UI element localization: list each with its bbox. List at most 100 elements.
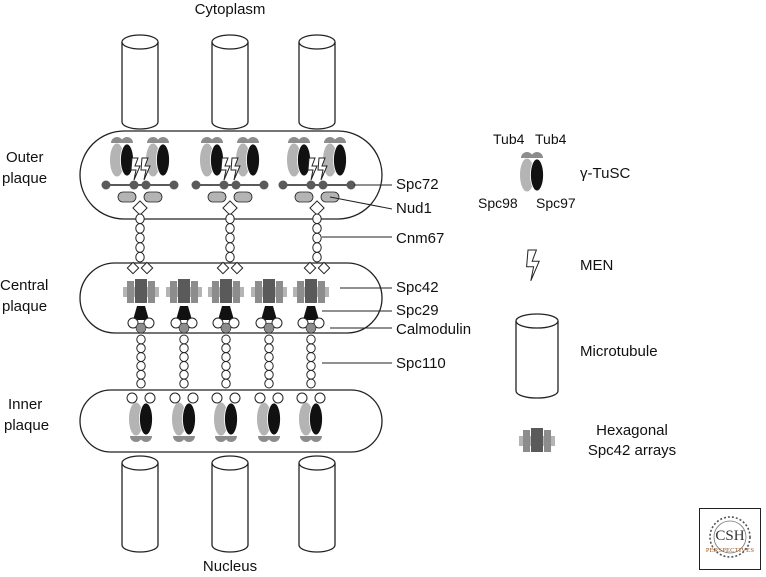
outer-tusc-right xyxy=(236,137,260,177)
calmodulin-core xyxy=(305,322,317,334)
tub4-left xyxy=(258,436,270,442)
central-plaque-label-line1: Central xyxy=(0,277,49,294)
men-bolt xyxy=(307,157,318,181)
tub4-left xyxy=(237,137,249,143)
spc29-triangle xyxy=(218,306,234,320)
nud1-diamond xyxy=(132,200,148,216)
chain-link xyxy=(179,361,189,371)
legend-men-label: MEN xyxy=(580,257,614,274)
chain-link xyxy=(136,361,146,371)
spc110-bead xyxy=(144,392,156,404)
spc72-knob xyxy=(169,180,179,190)
tub4-left xyxy=(201,137,213,143)
chain-link xyxy=(179,334,189,345)
array-column xyxy=(233,281,240,303)
cylinder-icon xyxy=(515,313,559,399)
legend-tusc-label: γ-TuSC xyxy=(580,165,631,182)
spc97-subunit xyxy=(309,402,323,436)
chain-link xyxy=(135,223,145,234)
cytoplasmic-microtubule-3 xyxy=(298,34,336,130)
chain-link xyxy=(221,361,231,371)
outer-plaque-unit-1 xyxy=(101,137,179,203)
cylinder-top xyxy=(211,455,249,471)
cnm67-diamond xyxy=(216,261,230,275)
men-bolt xyxy=(230,157,241,181)
chain-link xyxy=(221,378,231,389)
inner-plaque-label-line2: plaque xyxy=(4,417,50,434)
spc29-triangle xyxy=(176,306,192,320)
chain-link xyxy=(221,334,231,345)
nuclear-microtubule-3 xyxy=(298,455,336,553)
inner-tusc xyxy=(257,402,281,442)
calmodulin-bead xyxy=(212,317,224,329)
inner-plaque-unit-2 xyxy=(169,392,199,442)
chain-link xyxy=(306,369,316,380)
array-column xyxy=(276,281,283,303)
cylinder-body xyxy=(298,463,336,553)
calmodulin-bead xyxy=(271,317,283,329)
calmodulin-bead xyxy=(297,317,309,329)
spc110-bead xyxy=(314,392,326,404)
spc110-bead xyxy=(126,392,138,404)
spc110-chain xyxy=(221,334,231,389)
spc110-chain xyxy=(306,334,316,389)
calmodulin-core xyxy=(220,322,232,334)
legend-spc42-array-icon xyxy=(519,428,555,452)
spc110-chain xyxy=(264,334,274,389)
legend-tusc-icon xyxy=(520,152,544,192)
spc97-subunit xyxy=(246,143,260,177)
legend-tub4-right-label: Tub4 xyxy=(535,131,567,147)
chain-link xyxy=(312,223,322,234)
lightning-bolt-icon xyxy=(526,249,540,281)
cylinder-top xyxy=(298,34,336,50)
spc110-chain xyxy=(179,334,189,389)
spc72-knob xyxy=(259,180,269,190)
array-column-front xyxy=(263,279,275,303)
cylinder-top xyxy=(121,455,159,471)
cnm67-chain-3 xyxy=(312,213,322,263)
outer-tusc-right xyxy=(323,137,347,177)
spc29-label: Spc29 xyxy=(396,302,439,319)
tub4-right xyxy=(310,436,322,442)
men-bolt xyxy=(317,157,328,181)
spc97-subunit xyxy=(224,402,238,436)
outer-plaque-label-line2: plaque xyxy=(2,170,48,187)
chain-link xyxy=(136,343,146,354)
chain-link xyxy=(221,343,231,354)
cytoplasm-label: Cytoplasm xyxy=(194,1,266,18)
calmodulin-bead xyxy=(143,317,155,329)
spc72-knob xyxy=(219,180,229,190)
tub4-left xyxy=(324,137,336,143)
calmodulin-core xyxy=(135,322,147,334)
spc110-bead xyxy=(229,392,241,404)
spc72-knob xyxy=(129,180,139,190)
tub4-right xyxy=(140,436,152,442)
cnm67-diamond xyxy=(140,261,154,275)
tub4-right xyxy=(531,152,543,158)
outer-plaque-label-line1: Outer xyxy=(6,149,44,166)
cylinder-top xyxy=(211,34,249,50)
inner-plaque-label-line1: Inner xyxy=(8,396,43,413)
spc72-knob xyxy=(318,180,328,190)
spc97-subunit xyxy=(267,402,281,436)
spc110-bead xyxy=(169,392,181,404)
calmodulin-bead xyxy=(255,317,267,329)
array-column xyxy=(127,281,134,303)
chain-link xyxy=(179,378,189,389)
outer-plaque-unit-2 xyxy=(191,137,269,203)
spc72-knob xyxy=(231,180,241,190)
csh-perspectives-logo: CSH PERSPECTIVES xyxy=(699,508,761,570)
inner-tusc xyxy=(172,402,196,442)
central-plaque-unit-5 xyxy=(293,279,329,389)
tub4-right xyxy=(247,137,259,143)
spc97-subunit xyxy=(156,143,170,177)
legend-tub4-left-label: Tub4 xyxy=(493,131,525,147)
nud1-pill xyxy=(294,191,314,203)
tub4-right xyxy=(334,137,346,143)
nud1-pill xyxy=(117,191,137,203)
chain-link xyxy=(312,251,322,263)
chain-link xyxy=(136,334,146,345)
central-plaque-unit-4 xyxy=(251,279,287,389)
calmodulin-bead xyxy=(186,317,198,329)
spc72-knob xyxy=(346,180,356,190)
